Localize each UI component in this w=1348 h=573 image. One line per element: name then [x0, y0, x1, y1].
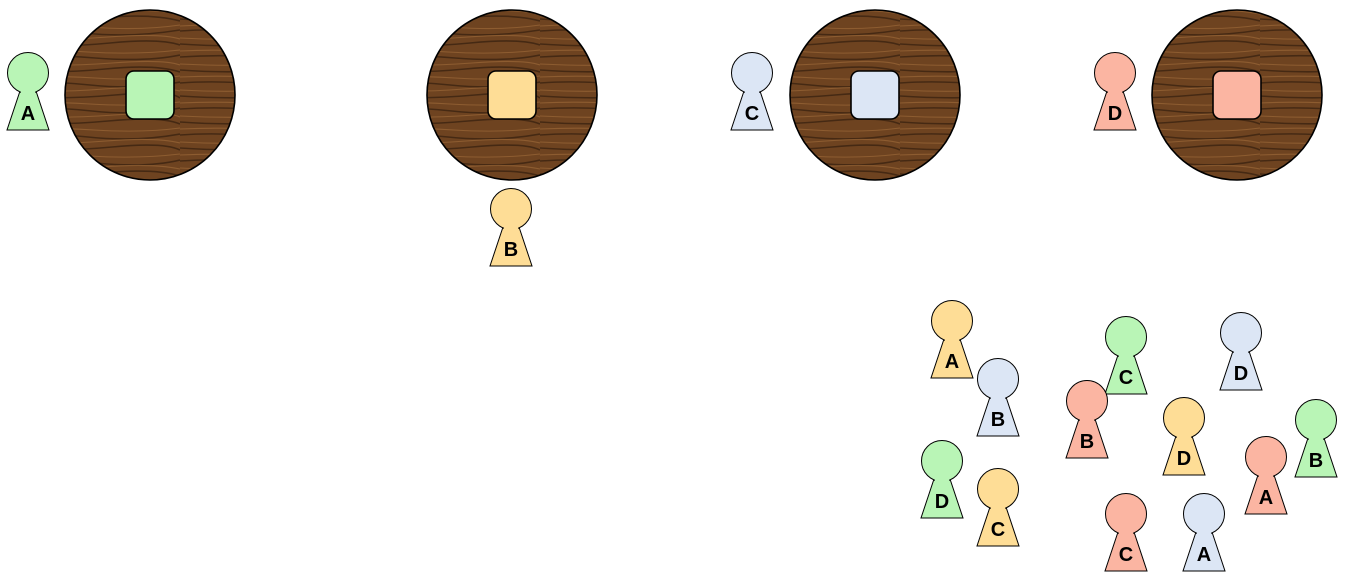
pawn-yellow-a: A [930, 300, 974, 379]
pawn-label: C [991, 519, 1005, 541]
pawn-label: D [1108, 103, 1122, 125]
table-red [1151, 9, 1323, 181]
table-green [64, 9, 236, 181]
seated-pawns: A B C D [6, 52, 1137, 267]
pawn-green-a: A [6, 52, 50, 131]
pawn-blue-d: D [1219, 312, 1263, 391]
table-color-marker [850, 70, 900, 120]
pawn-label: C [1119, 367, 1133, 389]
table-color-marker [125, 70, 175, 120]
pawn-label: A [1197, 544, 1211, 566]
pawn-label: D [1234, 363, 1248, 385]
pawn-label: C [745, 103, 759, 125]
pawn-label: B [504, 239, 518, 261]
pawn-red-c: C [1104, 493, 1148, 572]
table-blue [789, 9, 961, 181]
pawn-label: B [1080, 431, 1094, 453]
pawn-blue-b: B [976, 358, 1020, 437]
pawn-blue-c: C [730, 52, 774, 131]
pawn-yellow-b: B [489, 188, 533, 267]
pawn-label: B [991, 409, 1005, 431]
pawn-label: A [945, 351, 959, 373]
pawn-pool: A B D C C B D C A D A B [920, 300, 1338, 572]
pawn-label: B [1309, 450, 1323, 472]
pawn-label: D [1177, 448, 1191, 470]
tables [64, 9, 1323, 181]
pawn-red-d: D [1093, 52, 1137, 131]
pawn-label: C [1119, 544, 1133, 566]
table-color-marker [1212, 70, 1262, 120]
table-color-marker [487, 70, 537, 120]
pawn-label: A [1259, 487, 1273, 509]
pawn-blue-a: A [1182, 493, 1226, 572]
pawn-label: A [21, 103, 35, 125]
pawn-label: D [935, 491, 949, 513]
pawn-yellow-c: C [976, 468, 1020, 547]
pawn-green-b: B [1294, 399, 1338, 478]
pawn-red-b: B [1065, 380, 1109, 459]
pawn-green-d: D [920, 440, 964, 519]
pawn-red-a: A [1244, 436, 1288, 515]
table-yellow [426, 9, 598, 181]
pawn-yellow-d: D [1162, 397, 1206, 476]
pawn-green-c: C [1104, 316, 1148, 395]
